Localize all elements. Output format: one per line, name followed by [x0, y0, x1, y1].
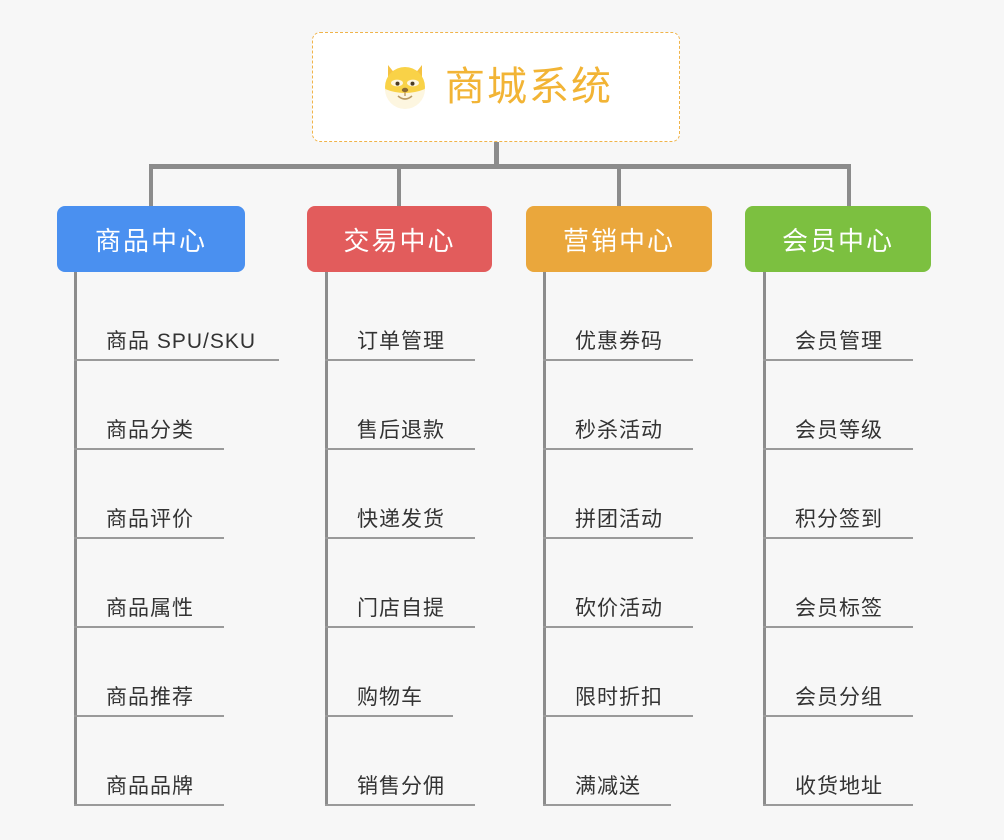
item-underline — [74, 715, 224, 717]
item-column-1: 订单管理 售后退款 快递发货 门店自提 购物车 销售分佣 — [325, 272, 535, 806]
connector-drop-4 — [847, 164, 851, 206]
item-underline — [543, 626, 693, 628]
list-item[interactable]: 商品 SPU/SKU — [74, 272, 304, 361]
item-label: 收货地址 — [795, 774, 883, 798]
item-underline — [763, 359, 913, 361]
item-label: 商品属性 — [106, 596, 194, 620]
column-rail-3 — [763, 272, 766, 806]
item-label: 砍价活动 — [575, 596, 663, 620]
item-label: 秒杀活动 — [575, 418, 663, 442]
item-underline — [543, 804, 671, 806]
list-item[interactable]: 销售分佣 — [325, 717, 535, 806]
item-underline — [543, 715, 693, 717]
item-column-3: 会员管理 会员等级 积分签到 会员标签 会员分组 收货地址 — [763, 272, 973, 806]
item-underline — [74, 448, 224, 450]
item-underline — [763, 537, 913, 539]
item-column-2: 优惠券码 秒杀活动 拼团活动 砍价活动 限时折扣 满减送 — [543, 272, 753, 806]
item-label: 商品品牌 — [106, 774, 194, 798]
list-item[interactable]: 会员分组 — [763, 628, 973, 717]
category-label-1: 交易中心 — [343, 225, 456, 256]
item-label: 会员分组 — [795, 685, 883, 709]
item-underline — [543, 537, 693, 539]
list-item[interactable]: 订单管理 — [325, 272, 535, 361]
item-underline — [543, 448, 693, 450]
item-label: 积分签到 — [795, 507, 883, 531]
list-item[interactable]: 积分签到 — [763, 450, 973, 539]
list-item[interactable]: 秒杀活动 — [543, 361, 753, 450]
item-underline — [325, 537, 475, 539]
item-label: 商品 SPU/SKU — [106, 329, 257, 353]
item-label: 会员标签 — [795, 596, 883, 620]
item-label: 订单管理 — [357, 329, 445, 353]
item-label: 会员管理 — [795, 329, 883, 353]
list-item[interactable]: 优惠券码 — [543, 272, 753, 361]
list-item[interactable]: 门店自提 — [325, 539, 535, 628]
item-underline — [763, 626, 913, 628]
list-item[interactable]: 商品推荐 — [74, 628, 304, 717]
item-label: 售后退款 — [357, 418, 445, 442]
item-underline — [763, 448, 913, 450]
list-item[interactable]: 限时折扣 — [543, 628, 753, 717]
item-label: 商品评价 — [106, 507, 194, 531]
list-item[interactable]: 会员管理 — [763, 272, 973, 361]
shiba-dog-face-icon — [379, 59, 431, 116]
list-item[interactable]: 会员标签 — [763, 539, 973, 628]
item-label: 商品推荐 — [106, 685, 194, 709]
list-item[interactable]: 商品分类 — [74, 361, 304, 450]
item-label: 限时折扣 — [575, 685, 663, 709]
category-box-0[interactable]: 商品中心 — [57, 206, 245, 272]
item-underline — [763, 804, 913, 806]
category-box-3[interactable]: 会员中心 — [745, 206, 931, 272]
list-item[interactable]: 快递发货 — [325, 450, 535, 539]
list-item[interactable]: 收货地址 — [763, 717, 973, 806]
item-underline — [325, 359, 475, 361]
list-item[interactable]: 商品品牌 — [74, 717, 304, 806]
connector-drop-1 — [149, 164, 153, 206]
item-label: 购物车 — [357, 685, 423, 709]
list-item[interactable]: 拼团活动 — [543, 450, 753, 539]
connector-drop-3 — [617, 164, 621, 206]
list-item[interactable]: 购物车 — [325, 628, 535, 717]
category-box-1[interactable]: 交易中心 — [307, 206, 492, 272]
item-underline — [543, 359, 693, 361]
connector-horizontal-bus — [149, 164, 851, 169]
item-label: 优惠券码 — [575, 329, 663, 353]
item-underline — [325, 626, 475, 628]
item-underline — [74, 359, 279, 361]
item-underline — [325, 804, 475, 806]
item-label: 销售分佣 — [357, 774, 445, 798]
column-rail-0 — [74, 272, 77, 806]
item-column-0: 商品 SPU/SKU 商品分类 商品评价 商品属性 商品推荐 商品品牌 — [74, 272, 304, 806]
list-item[interactable]: 商品属性 — [74, 539, 304, 628]
category-label-2: 营销中心 — [562, 225, 675, 256]
item-label: 会员等级 — [795, 418, 883, 442]
category-label-0: 商品中心 — [94, 225, 207, 256]
list-item[interactable]: 会员等级 — [763, 361, 973, 450]
category-box-2[interactable]: 营销中心 — [526, 206, 712, 272]
item-label: 拼团活动 — [575, 507, 663, 531]
list-item[interactable]: 售后退款 — [325, 361, 535, 450]
column-rail-1 — [325, 272, 328, 806]
item-underline — [325, 715, 453, 717]
column-rail-2 — [543, 272, 546, 806]
category-label-3: 会员中心 — [781, 225, 894, 256]
item-label: 满减送 — [575, 774, 641, 798]
item-underline — [74, 626, 224, 628]
root-node[interactable]: 商城系统 — [312, 32, 680, 142]
list-item[interactable]: 满减送 — [543, 717, 753, 806]
item-label: 快递发货 — [357, 507, 445, 531]
item-underline — [325, 448, 475, 450]
list-item[interactable]: 砍价活动 — [543, 539, 753, 628]
item-underline — [763, 715, 913, 717]
item-label: 门店自提 — [357, 596, 445, 620]
connector-root-trunk — [494, 142, 499, 168]
item-label: 商品分类 — [106, 418, 194, 442]
connector-drop-2 — [397, 164, 401, 206]
root-title: 商城系统 — [445, 65, 613, 109]
item-underline — [74, 804, 224, 806]
item-underline — [74, 537, 224, 539]
list-item[interactable]: 商品评价 — [74, 450, 304, 539]
